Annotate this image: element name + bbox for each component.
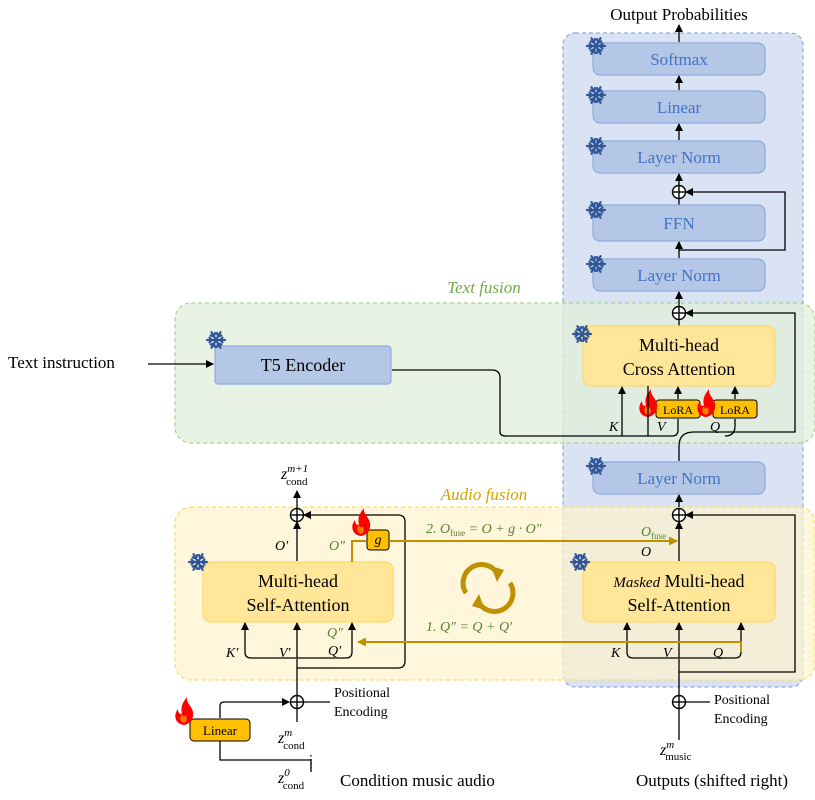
- cycle-arrows-icon: [460, 562, 516, 614]
- o-dprime-path: [351, 540, 366, 562]
- q-fusion-path: [357, 637, 742, 652]
- linear-label: Linear: [657, 98, 702, 117]
- kvq-input-bus-masked: [626, 651, 742, 659]
- linear-to-cond-arrow: [219, 698, 290, 718]
- cond-linear-block: [189, 718, 251, 742]
- plus-circle-icon: [289, 694, 305, 710]
- v-label-cross: V: [657, 420, 667, 435]
- q-label-cross: Q: [710, 420, 720, 435]
- v-prime-label: V′: [279, 646, 292, 661]
- plus-circle-icon: [671, 305, 687, 321]
- t5-encoder-block: [214, 345, 392, 385]
- step1-equation: 1. Q″ = Q + Q′: [426, 620, 513, 635]
- masked-self-attention-label-line1: Masked Multi-head: [612, 571, 744, 591]
- k-label-masked: K: [610, 646, 621, 661]
- k-label-cross: K: [608, 420, 619, 435]
- plus-circle-icon: [671, 184, 687, 200]
- o-fuse-label: Ofuse: [641, 525, 666, 541]
- audio-fusion-label: Audio fusion: [440, 485, 527, 504]
- positional-label-left: Positional: [334, 686, 390, 701]
- v-label-masked: V: [663, 646, 673, 661]
- text-instruction-label: Text instruction: [8, 353, 115, 372]
- lora-k-label: LoRA: [663, 403, 693, 417]
- kvq-input-bus-cond: [244, 651, 353, 659]
- q-input-path: [724, 419, 736, 437]
- q-dprime-label: Q″: [327, 626, 343, 641]
- cross-attention-label-line1: Multi-head: [639, 335, 719, 355]
- self-attention-label-line2: Self-Attention: [247, 595, 350, 615]
- encoding-label-left: Encoding: [334, 705, 388, 720]
- text-fusion-label: Text fusion: [447, 278, 521, 297]
- plus-circle-icon: [671, 694, 687, 710]
- layer-norm-mid-label: Layer Norm: [637, 266, 721, 285]
- ffn-residual-connection: [679, 188, 786, 251]
- condition-music-audio-label: Condition music audio: [340, 771, 495, 790]
- cross-residual-connection: [678, 309, 796, 455]
- q-label-masked: Q: [713, 646, 723, 661]
- lora-q-label: LoRA: [720, 403, 750, 417]
- g-gate-block: [366, 529, 390, 551]
- step2-equation: 2. Ofuse = O + g · O″: [426, 522, 542, 538]
- masked-residual-connection: [679, 511, 796, 673]
- v-input-path: [648, 419, 679, 437]
- o-label: O: [641, 545, 651, 560]
- o-prime-label: O′: [275, 539, 289, 554]
- t5-encoder-label: T5 Encoder: [261, 355, 345, 375]
- softmax-label: Softmax: [650, 50, 708, 69]
- q-prime-label: Q′: [328, 644, 342, 659]
- t5-output-connection: [392, 369, 649, 437]
- k-prime-label: K′: [225, 646, 239, 661]
- self-attention-label-line1: Multi-head: [258, 571, 338, 591]
- plus-circle-icon: [289, 507, 305, 523]
- layer-norm-top-label: Layer Norm: [637, 148, 721, 167]
- flame-icon: [175, 697, 194, 725]
- outputs-shifted-label: Outputs (shifted right): [636, 771, 788, 790]
- g-gate-label: g: [375, 533, 382, 548]
- encoding-label-right: Encoding: [714, 712, 768, 727]
- plus-circle-icon: [671, 507, 687, 523]
- output-probabilities-title: Output Probabilities: [610, 5, 747, 24]
- positional-label-right: Positional: [714, 693, 770, 708]
- linear-feedback-path: [219, 741, 312, 772]
- cond-residual-connection: [297, 511, 406, 669]
- masked-self-attention-label-line2: Self-Attention: [628, 595, 731, 615]
- cond-linear-label: Linear: [203, 723, 238, 738]
- layer-norm-low-label: Layer Norm: [637, 469, 721, 488]
- cross-attention-label-line2: Cross Attention: [623, 359, 736, 379]
- ffn-label: FFN: [663, 214, 694, 233]
- audio-fusion-region: [174, 506, 815, 681]
- o-dprime-label: O″: [329, 539, 345, 554]
